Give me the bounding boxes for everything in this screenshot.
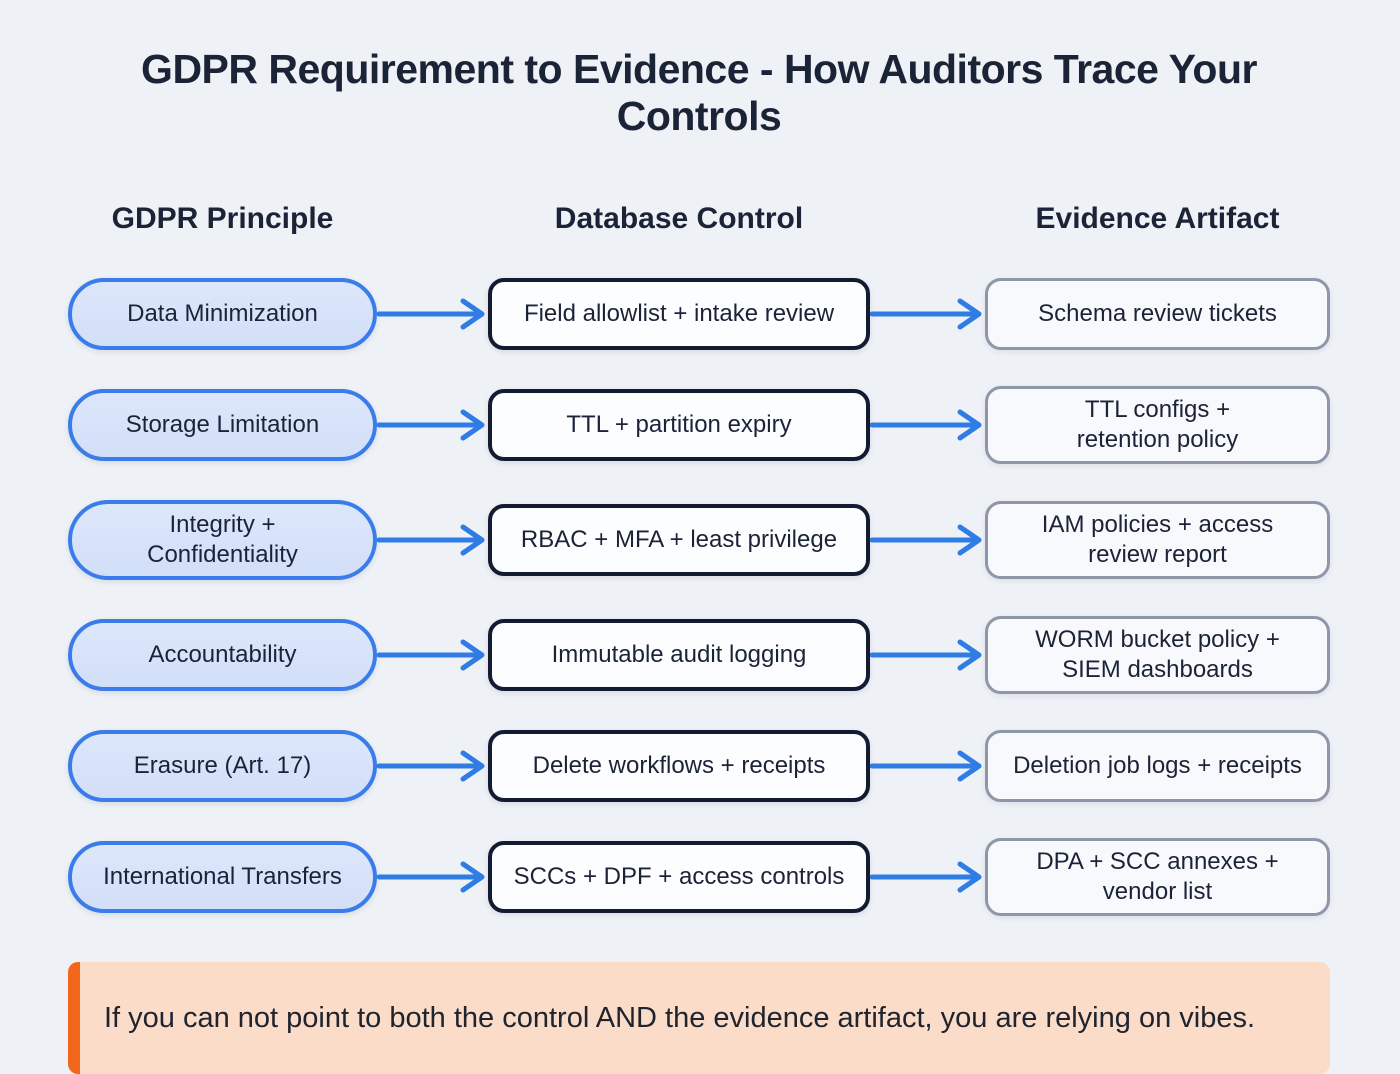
principle-label: Erasure (Art. 17) — [133, 752, 312, 780]
evidence-node: WORM bucket policy + SIEM dashboards — [985, 616, 1330, 695]
control-label: Immutable audit logging — [551, 641, 807, 669]
column-headers: GDPR Principle Database Control Evidence… — [68, 202, 1330, 236]
column-header-gdpr-principle: GDPR Principle — [111, 202, 334, 236]
page-title: GDPR Requirement to Evidence - How Audit… — [141, 46, 1257, 140]
control-label: Field allowlist + intake review — [523, 300, 835, 328]
principle-node: Integrity + Confidentiality — [68, 500, 377, 581]
control-node: RBAC + MFA + least privilege — [488, 504, 870, 577]
flow-arrow-icon — [870, 278, 985, 350]
control-label: Delete workflows + receipts — [532, 752, 826, 780]
warning-callout: If you can not point to both the control… — [68, 962, 1330, 1074]
control-node: Immutable audit logging — [488, 619, 870, 692]
principle-label: Integrity + Confidentiality — [147, 511, 298, 569]
mapping-row-storage-limitation: Storage Limitation TTL + partition expir… — [68, 386, 1330, 465]
control-node: Delete workflows + receipts — [488, 730, 870, 803]
control-label: RBAC + MFA + least privilege — [520, 526, 838, 554]
principle-label: International Transfers — [103, 863, 342, 891]
control-label: SCCs + DPF + access controls — [513, 863, 845, 891]
evidence-node: TTL configs + retention policy — [985, 386, 1330, 465]
flow-arrow-icon — [377, 841, 488, 913]
principle-label: Data Minimization — [127, 300, 318, 328]
flow-arrow-icon — [870, 730, 985, 802]
flow-arrow-icon — [870, 841, 985, 913]
flow-arrow-icon — [870, 619, 985, 691]
evidence-node: DPA + SCC annexes + vendor list — [985, 838, 1330, 917]
flow-arrow-icon — [870, 389, 985, 461]
flow-arrow-icon — [377, 389, 488, 461]
evidence-node: Schema review tickets — [985, 278, 1330, 351]
control-node: TTL + partition expiry — [488, 389, 870, 462]
principle-node: Accountability — [68, 619, 377, 692]
principle-node: Erasure (Art. 17) — [68, 730, 377, 803]
control-node: Field allowlist + intake review — [488, 278, 870, 351]
principle-label: Storage Limitation — [125, 411, 320, 439]
mapping-row-international-transfers: International Transfers SCCs + DPF + acc… — [68, 838, 1330, 917]
mapping-rows: Data Minimization Field allowlist + inta… — [68, 278, 1330, 917]
evidence-label: TTL configs + retention policy — [1076, 396, 1239, 454]
evidence-node: IAM policies + access review report — [985, 501, 1330, 580]
evidence-label: WORM bucket policy + SIEM dashboards — [1035, 626, 1280, 684]
principle-node: International Transfers — [68, 841, 377, 914]
flow-arrow-icon — [870, 504, 985, 576]
evidence-label: DPA + SCC annexes + vendor list — [1036, 848, 1279, 906]
mapping-row-integrity-confidentiality: Integrity + Confidentiality RBAC + MFA +… — [68, 500, 1330, 581]
principle-node: Storage Limitation — [68, 389, 377, 462]
mapping-row-accountability: Accountability Immutable audit logging W… — [68, 616, 1330, 695]
column-header-database-control: Database Control — [554, 202, 804, 236]
flow-arrow-icon — [377, 278, 488, 350]
evidence-label: Deletion job logs + receipts — [1013, 752, 1302, 780]
principle-node: Data Minimization — [68, 278, 377, 351]
callout-text: If you can not point to both the control… — [104, 1001, 1256, 1034]
mapping-row-data-minimization: Data Minimization Field allowlist + inta… — [68, 278, 1330, 351]
control-node: SCCs + DPF + access controls — [488, 841, 870, 914]
callout-accent-bar — [68, 962, 80, 1074]
principle-label: Accountability — [148, 641, 297, 669]
flow-arrow-icon — [377, 504, 488, 576]
column-header-evidence-artifact: Evidence Artifact — [1035, 202, 1280, 236]
evidence-label: IAM policies + access review report — [1041, 511, 1274, 569]
mapping-row-erasure: Erasure (Art. 17) Delete workflows + rec… — [68, 730, 1330, 803]
evidence-node: Deletion job logs + receipts — [985, 730, 1330, 803]
flow-arrow-icon — [377, 619, 488, 691]
control-label: TTL + partition expiry — [566, 411, 792, 439]
flow-arrow-icon — [377, 730, 488, 802]
evidence-label: Schema review tickets — [1038, 300, 1277, 328]
